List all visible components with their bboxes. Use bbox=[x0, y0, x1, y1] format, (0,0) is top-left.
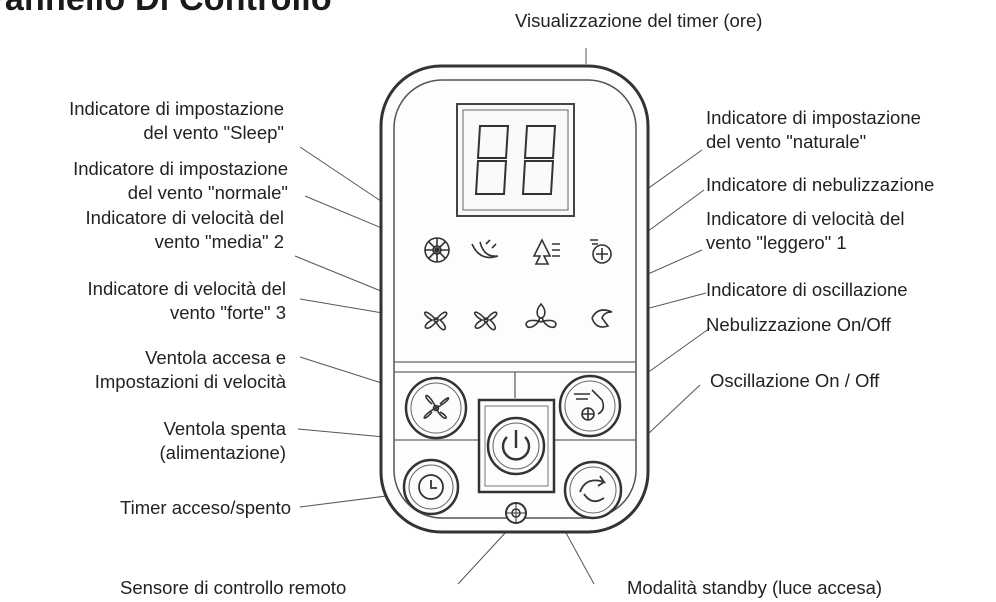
strong-speed-icon bbox=[424, 311, 448, 331]
mist-indicator-icon bbox=[590, 239, 612, 264]
digit-1 bbox=[474, 125, 510, 195]
power-icon bbox=[501, 430, 531, 461]
timer-onoff-button[interactable] bbox=[402, 458, 460, 516]
label-swing-indicator: Indicatore di oscillazione bbox=[706, 279, 908, 300]
label-timer-display: Visualizzazione del timer (ore) bbox=[515, 10, 763, 31]
light-speed-icon bbox=[525, 302, 557, 329]
page-title: Pannello Di Controllo bbox=[0, 0, 332, 19]
timer-display bbox=[456, 103, 575, 217]
label-swing-onoff: Oscillazione On / Off bbox=[710, 370, 880, 391]
mist-onoff-button[interactable] bbox=[558, 374, 622, 438]
power-button[interactable] bbox=[477, 398, 556, 494]
swing-icon bbox=[579, 475, 607, 503]
fan-icon bbox=[423, 394, 450, 420]
digit-2 bbox=[521, 125, 557, 195]
label-standby: Modalità standby (luce accesa) bbox=[627, 577, 883, 598]
remote-sensor-icon bbox=[505, 502, 527, 524]
sleep-wind-icon bbox=[471, 239, 499, 259]
swing-indicator-icon bbox=[591, 309, 613, 328]
swing-onoff-button[interactable] bbox=[563, 460, 623, 520]
natural-wind-icon bbox=[532, 238, 560, 265]
normal-wind-icon bbox=[424, 237, 450, 263]
clock-icon bbox=[418, 474, 444, 500]
leader-remote bbox=[457, 531, 507, 585]
fan-on-button[interactable] bbox=[404, 376, 468, 440]
label-mist-indicator: Indicatore di nebulizzazione bbox=[706, 174, 935, 195]
label-timer-onoff: Timer acceso/spento bbox=[119, 497, 291, 518]
mist-icon bbox=[574, 389, 605, 421]
medium-speed-icon bbox=[474, 311, 498, 331]
label-remote-sensor: Sensore di controllo remoto bbox=[120, 577, 347, 598]
label-fan-off: Ventola spenta(alimentazione) bbox=[159, 418, 286, 463]
label-mist-onoff: Nebulizzazione On/Off bbox=[706, 314, 891, 335]
